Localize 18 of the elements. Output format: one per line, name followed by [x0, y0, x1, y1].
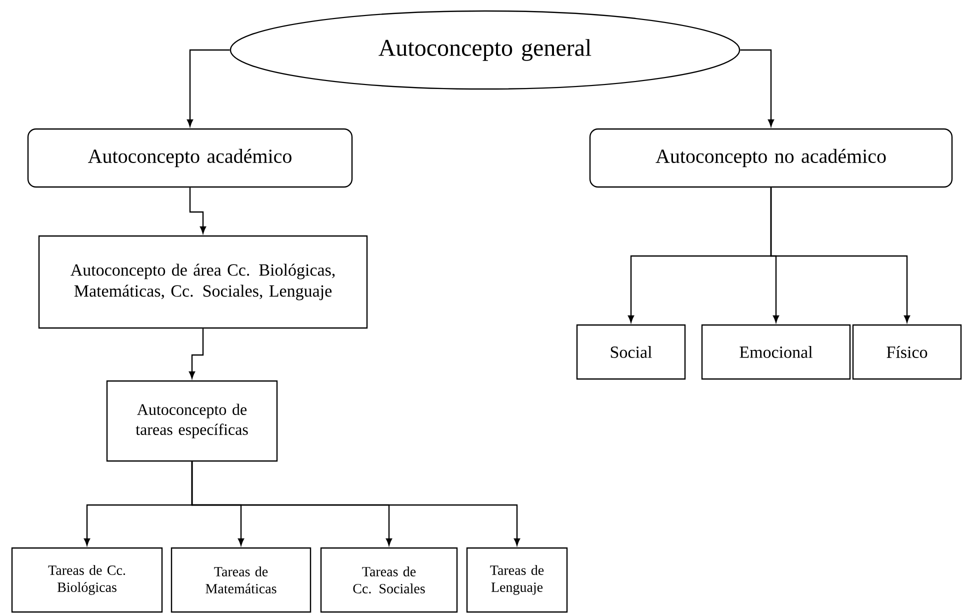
arrow: [189, 188, 206, 234]
arrow: [740, 49, 774, 127]
arrow: [188, 328, 204, 379]
arrow: [186, 49, 230, 127]
process-box: Físico: [852, 324, 962, 380]
process-box: Emocional: [701, 324, 851, 380]
process-box: Tareas de Cc. Sociales: [320, 547, 458, 613]
process-box: Autoconcepto de área Cc. Biológicas, Matemáticas, Cc. Sociales, Lenguaje: [38, 235, 368, 329]
rounded-box: Autoconcepto no académico: [589, 128, 953, 188]
process-box: Tareas de Matemáticas: [170, 547, 312, 613]
process-box: Tareas de Lenguaje: [466, 547, 568, 613]
process-box: Autoconcepto de tareas específicas: [106, 380, 278, 462]
arrow: [191, 462, 520, 546]
arrow: [770, 188, 910, 323]
process-box: Tareas de Cc. Biológicas: [11, 547, 163, 613]
ellipse-node: Autoconcepto general: [230, 10, 740, 90]
rounded-box: Autoconcepto académico: [27, 128, 353, 188]
process-box: Social: [576, 324, 686, 380]
